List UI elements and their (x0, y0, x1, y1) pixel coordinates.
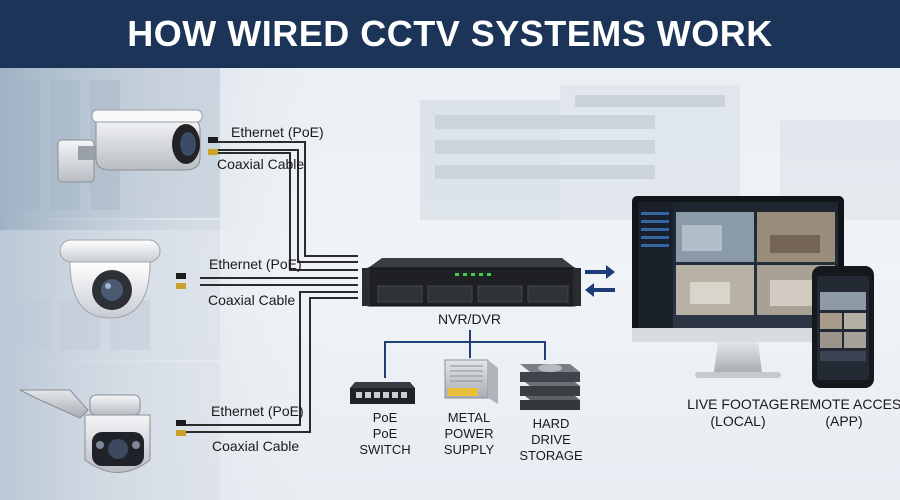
cable-lines (185, 141, 358, 433)
diagram-scene (0, 68, 900, 500)
caption-line: SUPPLY (443, 442, 495, 457)
caption-line: HARD (532, 416, 570, 431)
camera2-coax-label: Coaxial Cable (208, 292, 296, 308)
nvr-dvr-label: NVR/DVR (438, 311, 502, 327)
power-supply-caption: METAL POWER SUPPLY (436, 410, 502, 458)
hard-drive-storage (520, 364, 580, 410)
caption-line: STORAGE (519, 448, 583, 463)
poe-switch-caption: PoE PoE SWITCH (355, 410, 415, 458)
monitor (632, 196, 844, 378)
camera3-ethernet-label: Ethernet (PoE) (211, 403, 304, 419)
data-flow-arrows (585, 265, 615, 297)
caption-line: SWITCH (359, 442, 411, 457)
page-title: HOW WIRED CCTV SYSTEMS WORK (127, 13, 773, 54)
caption-line: DRIVE (531, 432, 571, 447)
storage-caption: HARD DRIVE STORAGE (514, 416, 588, 464)
dome-camera (59, 239, 161, 319)
caption-line: LIVE FOOTAGE (687, 396, 789, 412)
bullet-camera (57, 109, 203, 183)
camera1-ethernet-label: Ethernet (PoE) (231, 124, 324, 140)
caption-line: (APP) (825, 413, 863, 429)
camera1-coax-label: Coaxial Cable (217, 156, 305, 172)
caption-line: REMOTE ACCESS (790, 396, 900, 412)
caption-line: (LOCAL) (710, 413, 766, 429)
header-banner: HOW WIRED CCTV SYSTEMS WORK (0, 0, 900, 68)
nvr-branch-lines (384, 330, 546, 378)
local-footage-caption: LIVE FOOTAGE (LOCAL) (686, 396, 790, 430)
poe-switch (350, 382, 415, 404)
caption-line: PoE (372, 426, 398, 441)
camera3-coax-label: Coaxial Cable (212, 438, 300, 454)
camera2-ethernet-label: Ethernet (PoE) (209, 256, 302, 272)
remote-access-caption: REMOTE ACCESS (APP) (790, 396, 900, 430)
caption-line: PoE (372, 410, 398, 425)
cable-connectors (176, 137, 218, 436)
caption-line: METAL (447, 410, 491, 425)
metal-power-supply (444, 359, 498, 404)
smartphone (812, 266, 874, 388)
caption-line: POWER (444, 426, 494, 441)
nvr-dvr-recorder (362, 258, 581, 307)
ptz-camera (19, 389, 151, 473)
